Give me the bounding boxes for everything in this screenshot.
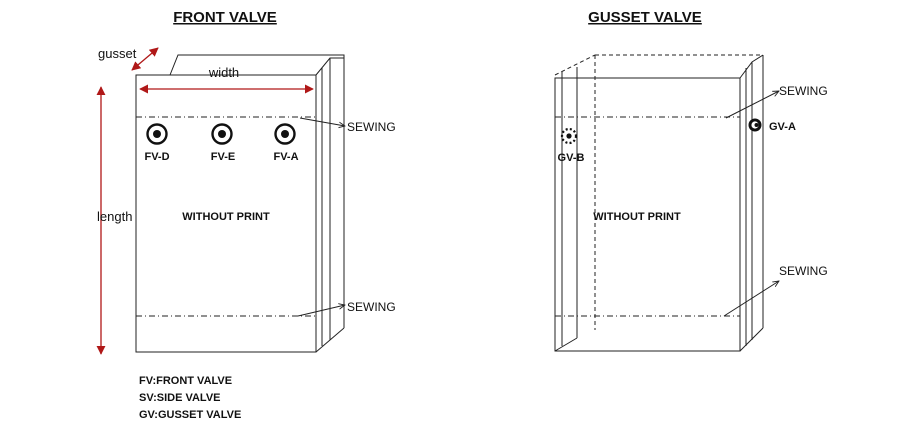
valve-gv-b-icon [560, 127, 578, 145]
gusset-center-text: WITHOUT PRINT [593, 211, 681, 223]
gusset-left-bottom-edge [554, 337, 578, 352]
valve-fv-d-label: FV-D [144, 151, 169, 163]
valve-fv-a-icon [274, 123, 296, 145]
front-bag-outline [135, 54, 345, 353]
front-gusset-bottom-edge [315, 327, 345, 353]
gusset-dimension-arrow [131, 47, 159, 71]
gusset-bag-face [554, 77, 741, 352]
gusset-sewing-label-bottom: SEWING [779, 264, 828, 278]
valve-fv-e-icon [211, 123, 233, 145]
gusset-sewing-label-top: SEWING [779, 84, 828, 98]
front-valve-title: FRONT VALVE [173, 9, 277, 26]
length-dimension-label: length [97, 209, 132, 224]
valve-fv-e-label: FV-E [211, 151, 235, 163]
valve-gv-a-icon [748, 118, 762, 132]
valve-fv-d-icon [146, 123, 168, 145]
valve-fv-a-label: FV-A [273, 151, 298, 163]
valve-gv-a-label: GV-A [769, 121, 796, 133]
front-bag-top-edge [169, 54, 345, 80]
gusset-right-bottom-edge [739, 327, 764, 352]
front-sewing-label-bottom: SEWING [347, 300, 396, 314]
gusset-back-diagonal [554, 54, 596, 76]
gusset-sewing-arrow-bottom [723, 281, 779, 317]
front-sewing-label-top: SEWING [347, 120, 396, 134]
valve-gv-b-label: GV-B [558, 152, 585, 164]
legend-item-fv: FV:FRONT VALVE [139, 375, 232, 387]
gusset-bag-outline [554, 54, 764, 352]
gusset-dimension-label: gusset [98, 46, 137, 61]
width-dimension-label: width [208, 65, 239, 80]
gusset-valve-title: GUSSET VALVE [588, 9, 702, 26]
front-sewing-arrow-bottom [297, 305, 345, 317]
legend-item-sv: SV:SIDE VALVE [139, 392, 221, 404]
front-center-text: WITHOUT PRINT [182, 211, 270, 223]
gusset-sewing-arrow-top [725, 91, 779, 119]
legend-item-gv: GV:GUSSET VALVE [139, 409, 241, 421]
front-sewing-arrow-top [299, 117, 345, 126]
front-bag-face [135, 74, 317, 353]
